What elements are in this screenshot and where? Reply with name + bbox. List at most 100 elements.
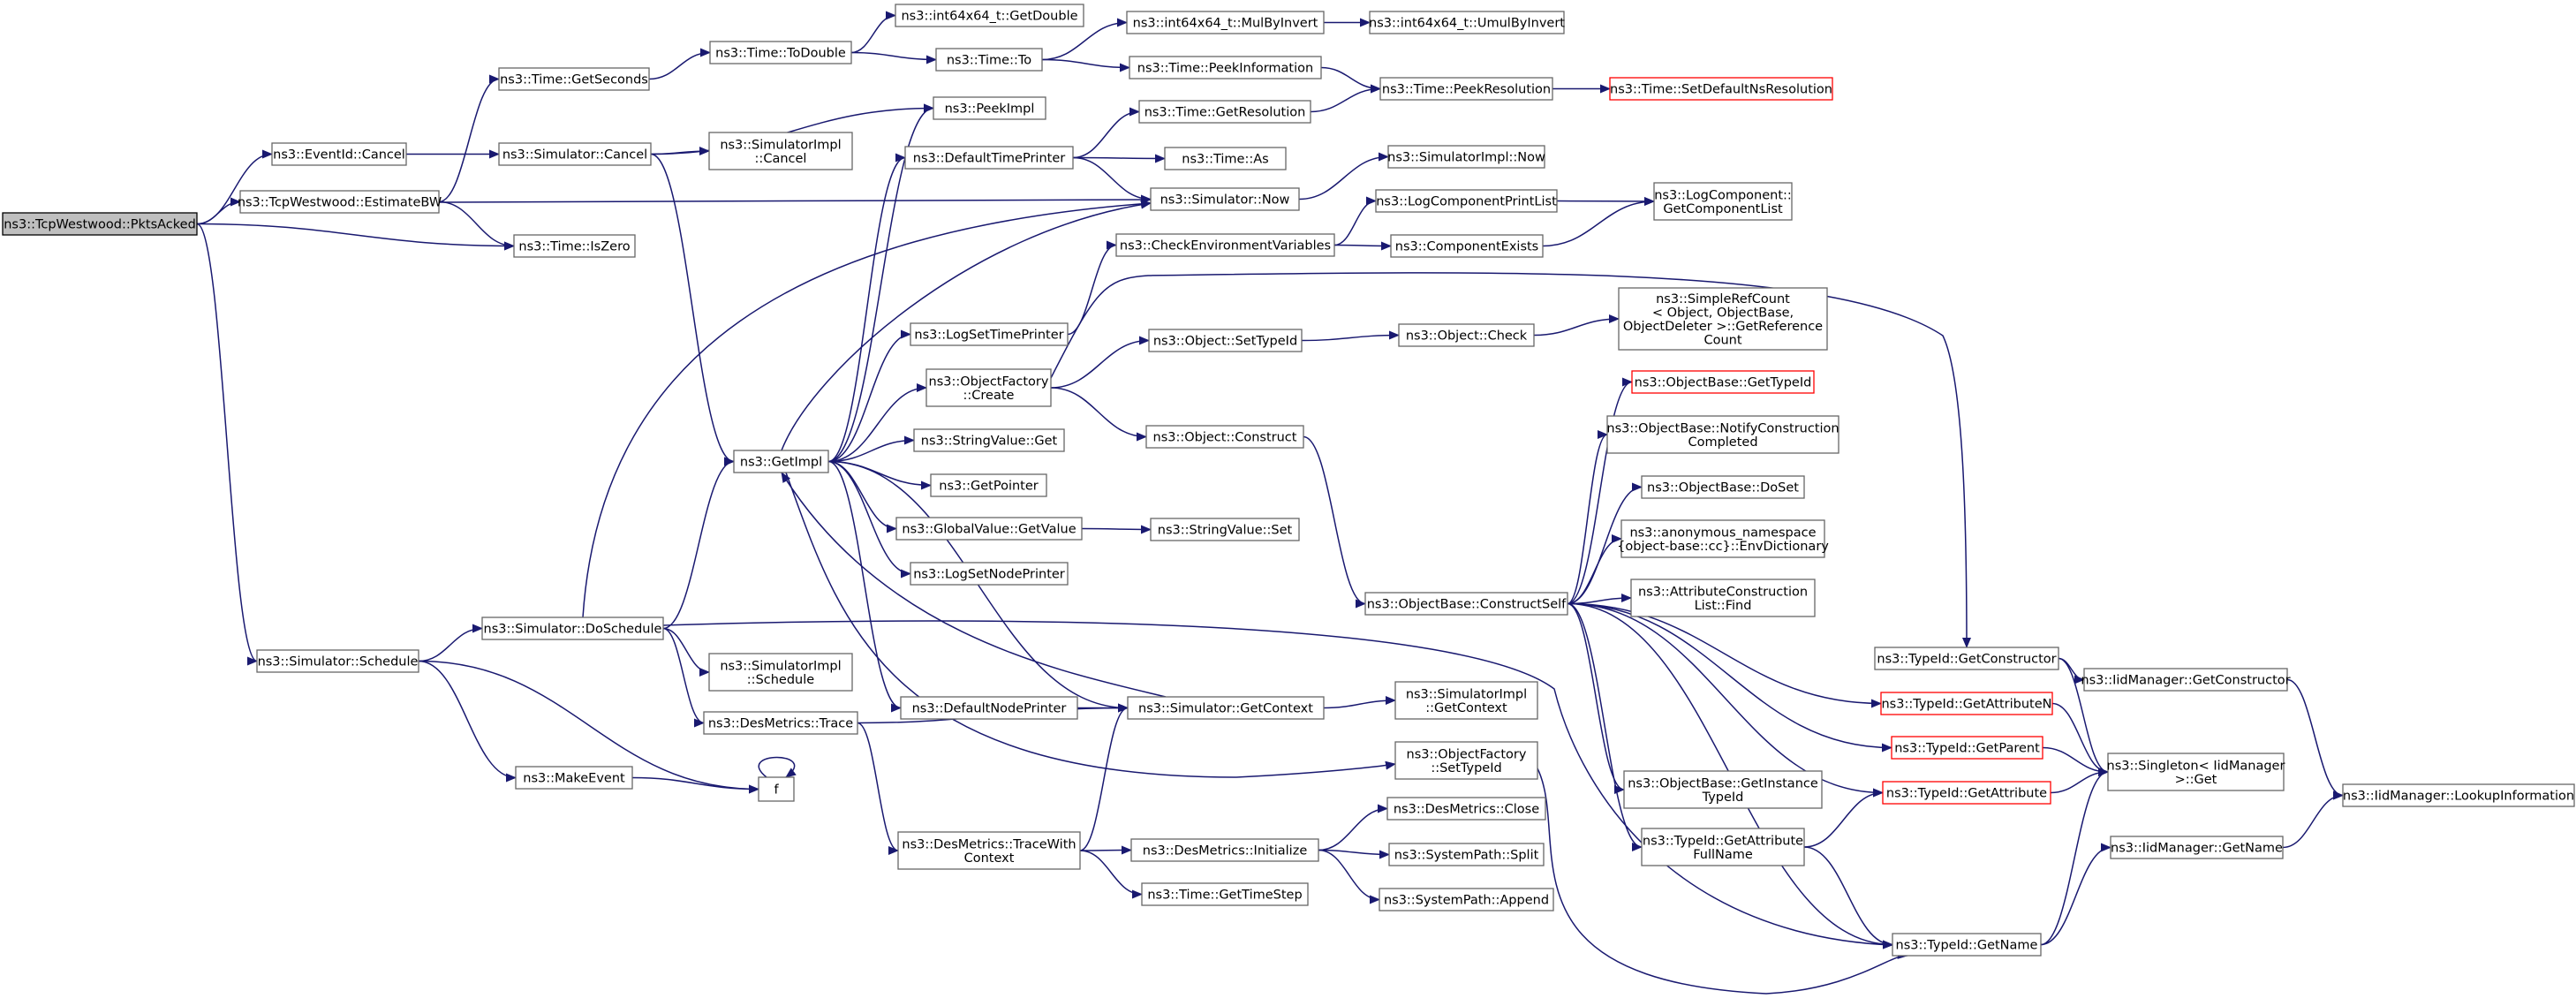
node-box[interactable] [1387, 145, 1545, 169]
node-time-peekresolution[interactable]: ns3::Time::PeekResolution [1379, 77, 1553, 101]
node-iidmanager-getname[interactable]: ns3::IidManager::GetName [2110, 836, 2284, 859]
node-box[interactable] [1150, 518, 1300, 541]
node-box[interactable] [900, 696, 1078, 720]
node-estimatebw[interactable]: ns3::TcpWestwood::EstimateBW [238, 190, 442, 214]
node-defaulttimeprinter[interactable]: ns3::DefaultTimePrinter [904, 146, 1074, 170]
node-box[interactable] [1364, 592, 1568, 616]
node-typeid-getparent[interactable]: ns3::TypeId::GetParent [1891, 736, 2043, 760]
node-box[interactable] [1631, 370, 1815, 394]
node-simimpl-getcontext[interactable]: ns3::SimulatorImpl::GetContext [1394, 681, 1538, 720]
node-box[interactable] [1398, 323, 1535, 347]
node-box[interactable] [1641, 475, 1805, 499]
node-box[interactable] [498, 67, 650, 91]
node-box[interactable] [1630, 579, 1816, 617]
node-box[interactable] [1386, 797, 1546, 821]
node-box[interactable] [703, 711, 858, 735]
node-box[interactable] [1641, 828, 1805, 866]
node-box[interactable] [513, 234, 636, 258]
node-box[interactable] [1880, 692, 2053, 715]
node-box[interactable] [1653, 182, 1793, 221]
node-box[interactable] [925, 368, 1052, 407]
node-int64-getdouble[interactable]: ns3::int64x64_t::GetDouble [895, 4, 1084, 27]
node-box[interactable] [1150, 187, 1300, 211]
node-box[interactable] [913, 428, 1065, 452]
node-box[interactable] [1127, 696, 1325, 720]
node-time-todouble[interactable]: ns3::Time::ToDouble [709, 41, 852, 64]
node-box[interactable] [1390, 234, 1544, 258]
node-box[interactable] [271, 142, 407, 166]
node-box[interactable] [895, 4, 1084, 27]
node-box[interactable] [933, 96, 1046, 120]
node-defaultnodeprinter[interactable]: ns3::DefaultNodePrinter [900, 696, 1078, 720]
node-objectfactory-create[interactable]: ns3::ObjectFactory::Create [925, 368, 1052, 407]
node-int64-mulbyinvert[interactable]: ns3::int64x64_t::MulByInvert [1126, 11, 1325, 34]
node-box[interactable] [256, 649, 419, 673]
node-object-settypeid[interactable]: ns3::Object::SetTypeId [1148, 329, 1303, 352]
node-desmetrics-trace[interactable]: ns3::DesMetrics::Trace [703, 711, 858, 735]
node-objectfactory-settypeid[interactable]: ns3::ObjectFactory::SetTypeId [1394, 741, 1538, 780]
node-sim-now[interactable]: ns3::Simulator::Now [1150, 187, 1300, 211]
node-box[interactable] [1379, 888, 1554, 911]
node-box[interactable] [904, 146, 1074, 170]
node-sim-cancel[interactable]: ns3::Simulator::Cancel [498, 142, 652, 166]
node-anon-envdictionary[interactable]: ns3::anonymous_namespace{object-base::cc… [1617, 519, 1829, 558]
node-logsetnodeprinter[interactable]: ns3::LogSetNodePrinter [910, 562, 1069, 586]
node-box[interactable] [1891, 736, 2043, 760]
node-globalvalue-getvalue[interactable]: ns3::GlobalValue::GetValue [895, 517, 1083, 541]
node-objectbase-gettypeid[interactable]: ns3::ObjectBase::GetTypeId [1631, 370, 1815, 394]
node-box[interactable] [1874, 647, 2059, 670]
node-object-construct[interactable]: ns3::Object::Construct [1145, 425, 1304, 449]
node-time-peekinformation[interactable]: ns3::Time::PeekInformation [1129, 56, 1322, 79]
node-box[interactable] [2, 212, 198, 236]
node-systempath-split[interactable]: ns3::SystemPath::Split [1388, 843, 1545, 866]
node-object-check[interactable]: ns3::Object::Check [1398, 323, 1535, 347]
node-box[interactable] [708, 653, 853, 692]
node-objectbase-notifyconstructioncompleted[interactable]: ns3::ObjectBase::NotifyConstructionCompl… [1606, 415, 1839, 454]
node-systempath-append[interactable]: ns3::SystemPath::Append [1379, 888, 1554, 911]
node-getimpl[interactable]: ns3::GetImpl [733, 450, 829, 473]
node-box[interactable] [1394, 681, 1538, 720]
node-pktsacked[interactable]: ns3::TcpWestwood::PktsAcked [2, 212, 198, 236]
node-checkenvvars[interactable]: ns3::CheckEnvironmentVariables [1115, 233, 1335, 257]
node-box[interactable] [1620, 519, 1825, 558]
node-getpointer[interactable]: ns3::GetPointer [930, 473, 1047, 497]
node-box[interactable] [1618, 287, 1828, 351]
node-box[interactable] [1138, 100, 1311, 124]
node-box[interactable] [733, 450, 829, 473]
node-box[interactable] [2342, 783, 2575, 807]
node-simimpl-cancel[interactable]: ns3::SimulatorImpl::Cancel [708, 132, 853, 170]
node-objectbase-doset[interactable]: ns3::ObjectBase::DoSet [1641, 475, 1805, 499]
node-box[interactable] [1369, 11, 1565, 34]
node-box[interactable] [1623, 770, 1823, 809]
node-logcomponentprintlist[interactable]: ns3::LogComponentPrintList [1375, 189, 1558, 213]
node-time-getresolution[interactable]: ns3::Time::GetResolution [1138, 100, 1311, 124]
node-makeevent[interactable]: ns3::MakeEvent [515, 766, 633, 790]
node-typeid-getname[interactable]: ns3::TypeId::GetName [1892, 933, 2042, 957]
node-singleton-get[interactable]: ns3::Singleton< IidManager>::Get [2107, 753, 2285, 791]
node-simimpl-now[interactable]: ns3::SimulatorImpl::Now [1387, 145, 1545, 169]
node-iidmanager-lookupinformation[interactable]: ns3::IidManager::LookupInformation [2342, 783, 2575, 807]
node-logsettimeprinter[interactable]: ns3::LogSetTimePrinter [910, 322, 1069, 346]
node-box[interactable] [910, 322, 1069, 346]
node-box[interactable] [1379, 77, 1553, 101]
node-simplerefcount-getreferencecount[interactable]: ns3::SimpleRefCount< Object, ObjectBase,… [1618, 287, 1828, 351]
node-box[interactable] [708, 132, 853, 170]
node-box[interactable] [935, 48, 1043, 72]
node-typeid-getconstructor[interactable]: ns3::TypeId::GetConstructor [1874, 647, 2059, 670]
node-componentexists[interactable]: ns3::ComponentExists [1390, 234, 1544, 258]
node-box[interactable] [2083, 668, 2288, 692]
node-time-iszero[interactable]: ns3::Time::IsZero [513, 234, 636, 258]
node-iidmanager-getconstructor[interactable]: ns3::IidManager::GetConstructor [2081, 668, 2291, 692]
node-desmetrics-initialize[interactable]: ns3::DesMetrics::Initialize [1130, 838, 1319, 862]
node-box[interactable] [1141, 882, 1309, 906]
node-desmetrics-close[interactable]: ns3::DesMetrics::Close [1386, 797, 1546, 821]
node-box[interactable] [1126, 11, 1325, 34]
node-box[interactable] [1164, 147, 1287, 170]
node-box[interactable] [1145, 425, 1304, 449]
node-int64-umulbyinvert[interactable]: ns3::int64x64_t::UmulByInvert [1369, 11, 1565, 34]
node-box[interactable] [1606, 415, 1839, 454]
